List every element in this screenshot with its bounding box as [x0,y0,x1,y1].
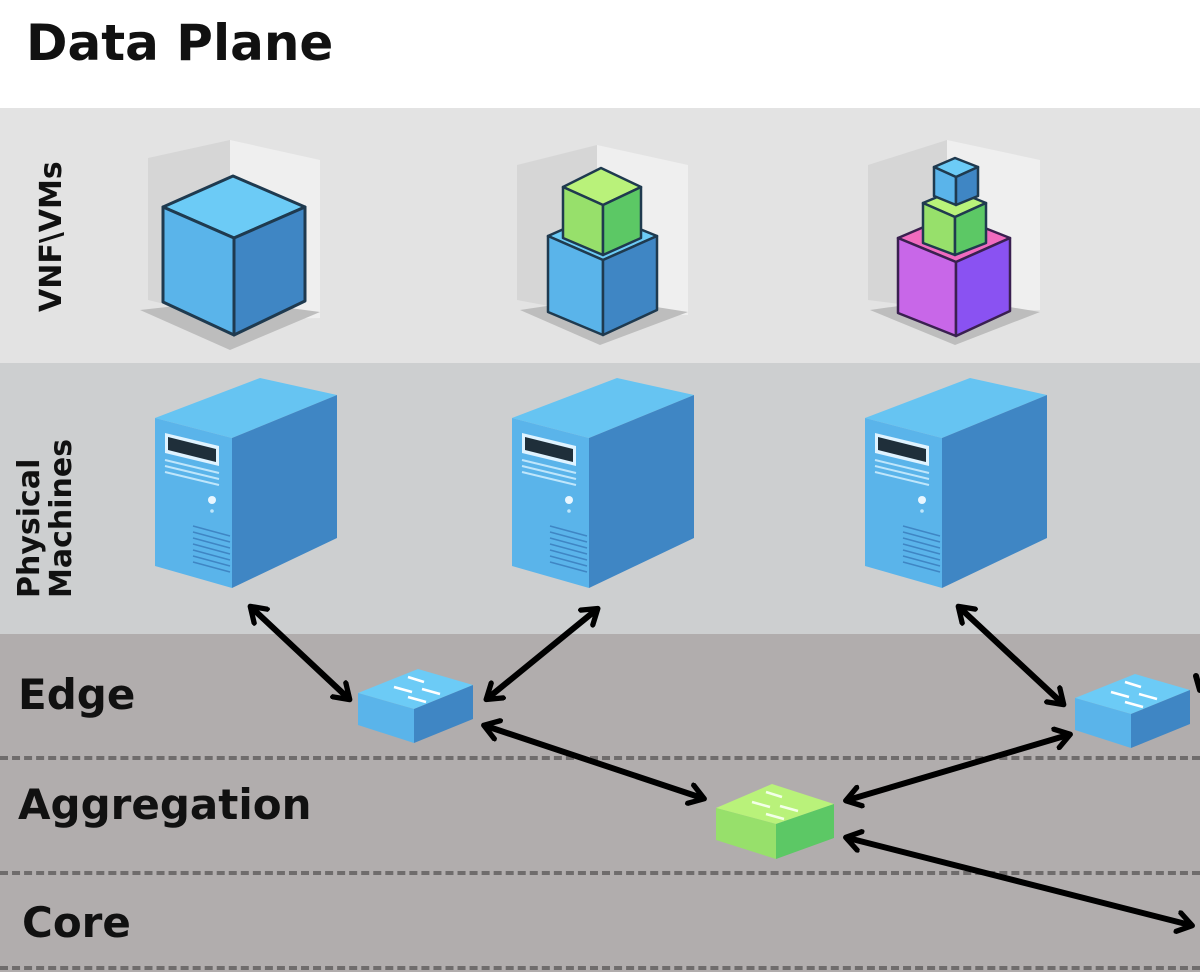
link-server3-edge2 [960,608,1062,703]
layer-label-edge: Edge [18,670,136,719]
vm-cube-blue [932,156,980,207]
layer-label-core: Core [22,898,131,947]
aggregation-core-divider [0,871,1200,875]
vm-container-1 [140,140,320,350]
vm-cube-green [561,166,643,257]
vm-container-3 [868,140,1040,345]
switch-arrows-icon [751,790,799,821]
link-edge1-agg [486,726,702,798]
link-agg-edge2 [848,735,1068,800]
vm-cube-blue [161,174,307,337]
switch-arrows-icon [1110,680,1158,709]
edge-switch-2 [1075,674,1190,748]
physical-server-icon [155,378,337,588]
physical-server-icon [512,378,694,588]
link-server1-edge1 [252,608,348,698]
physical-server-icon [865,378,1047,588]
layer-label-aggregation: Aggregation [18,780,312,829]
link-edge2-right [1193,673,1200,693]
edge-switch-1 [358,669,473,743]
link-agg-core [848,838,1190,925]
switch-arrows-icon [393,675,441,704]
core-bottom-divider [0,966,1200,970]
page-title: Data Plane [26,14,334,72]
aggregation-switch [716,784,834,859]
vm-container-2 [517,145,688,345]
link-server2-edge1 [488,610,596,698]
